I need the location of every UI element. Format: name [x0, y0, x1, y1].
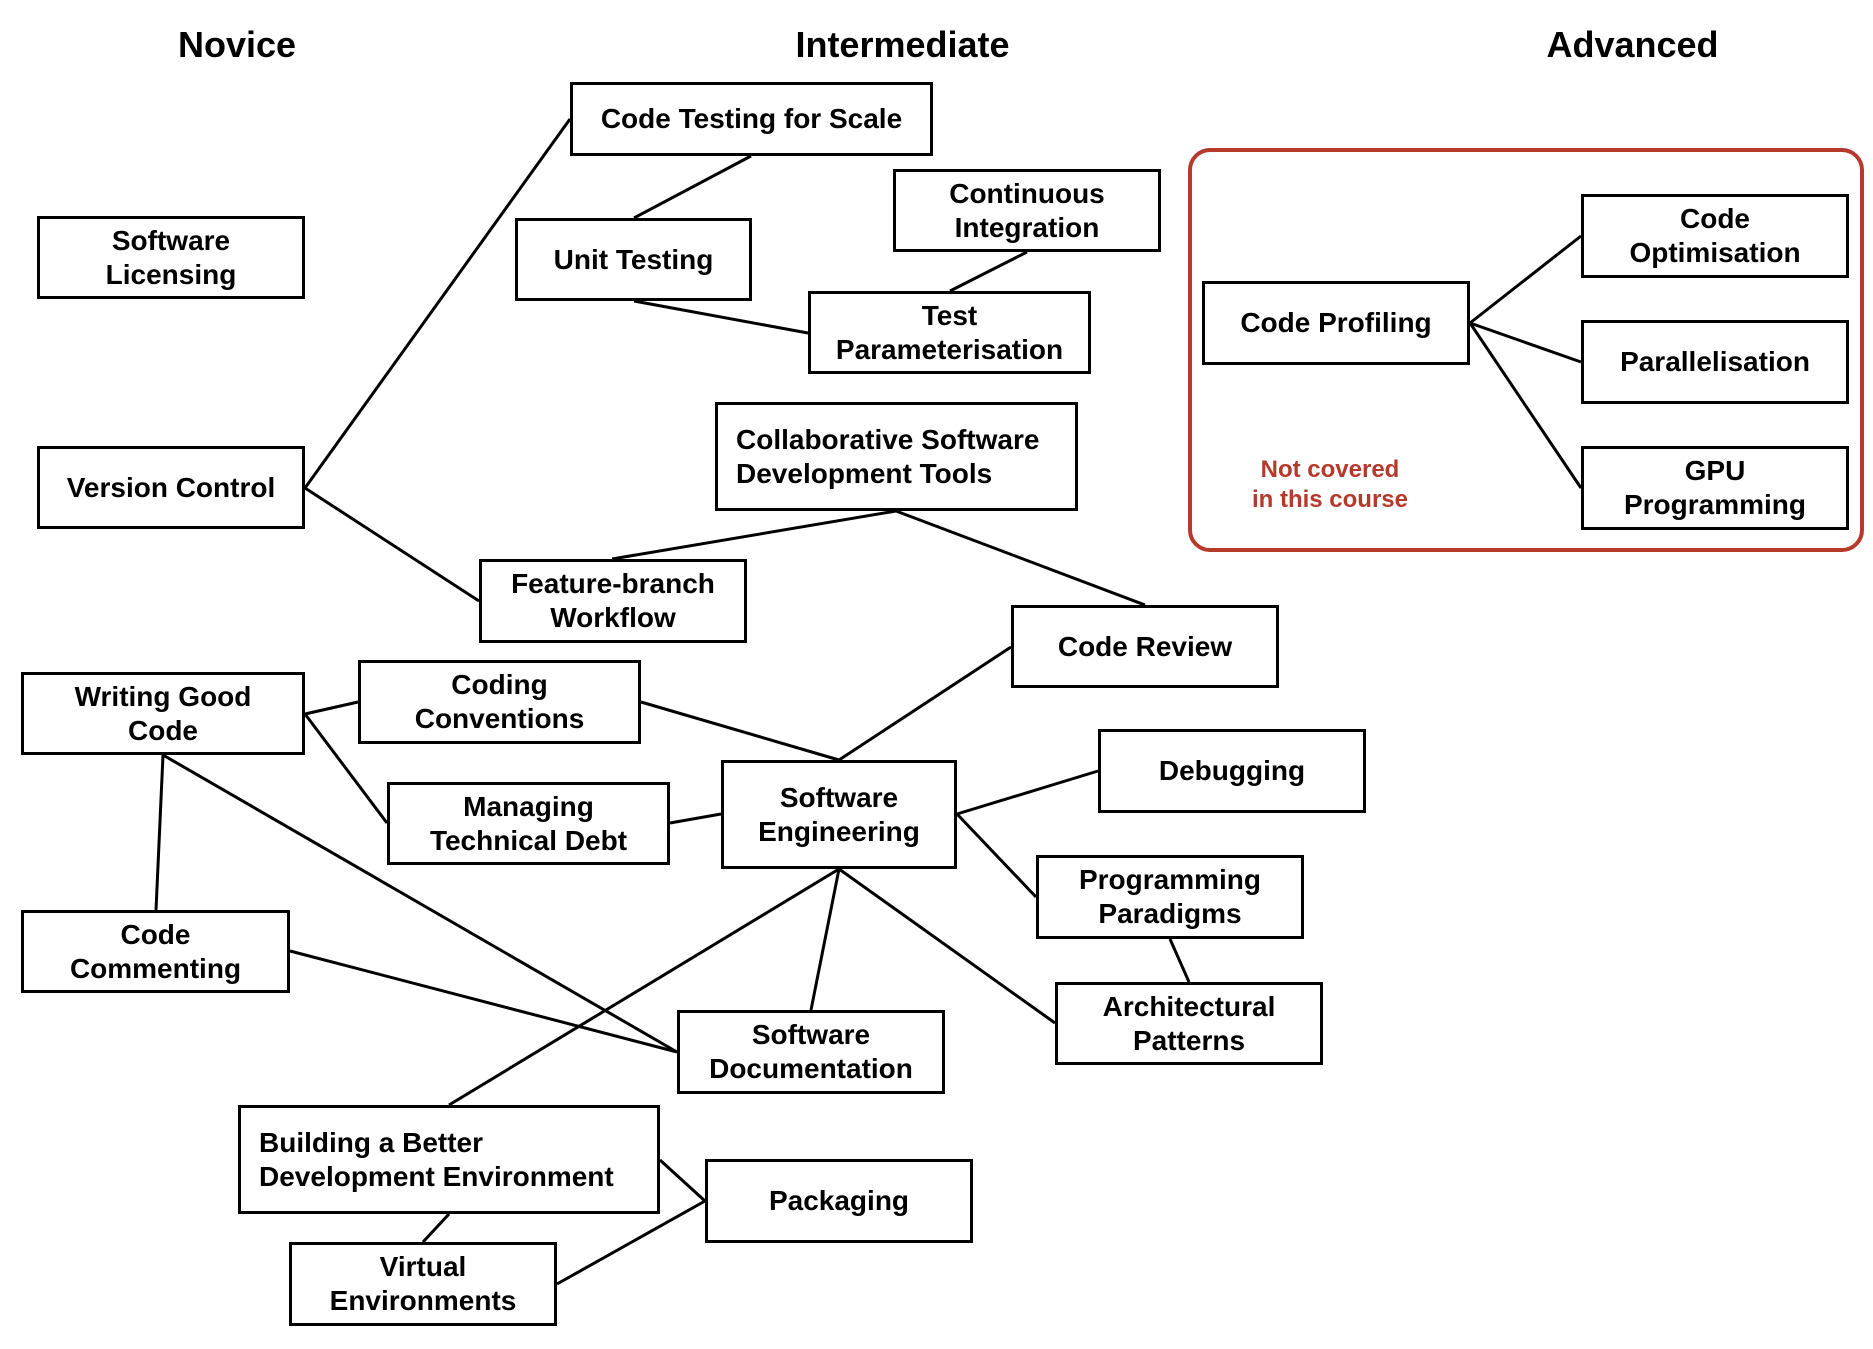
edge-collaborative-tools-to-code-review	[895, 509, 1146, 607]
level-header-intermediate: Intermediate	[795, 24, 1010, 65]
node-code-optimisation: Code Optimisation	[1581, 194, 1849, 278]
edge-version-control-to-code-testing-for-scale	[303, 118, 572, 489]
edge-writing-good-code-to-coding-conventions	[304, 700, 359, 716]
node-gpu-programming: GPU Programming	[1581, 446, 1849, 530]
edge-software-engineering-to-architectural-patterns	[838, 867, 1056, 1025]
node-better-dev-environment: Building a Better Development Environmen…	[238, 1105, 660, 1214]
node-code-commenting: Code Commenting	[21, 910, 290, 993]
node-managing-technical-debt: Managing Technical Debt	[387, 782, 670, 865]
node-software-licensing: Software Licensing	[37, 216, 305, 299]
node-software-engineering: Software Engineering	[721, 760, 957, 869]
node-code-profiling: Code Profiling	[1202, 281, 1470, 365]
node-writing-good-code: Writing Good Code	[21, 672, 305, 755]
edge-software-engineering-to-debugging	[956, 769, 1099, 816]
node-unit-testing: Unit Testing	[515, 218, 752, 301]
level-header-novice: Novice	[177, 24, 297, 65]
node-test-parameterisation: Test Parameterisation	[808, 291, 1091, 374]
edge-unit-testing-to-test-parameterisation	[633, 299, 809, 335]
node-parallelisation: Parallelisation	[1581, 320, 1849, 404]
edge-programming-paradigms-to-architectural-patterns	[1168, 938, 1191, 983]
node-code-review: Code Review	[1011, 605, 1279, 688]
node-code-testing-for-scale: Code Testing for Scale	[570, 82, 933, 156]
node-debugging: Debugging	[1098, 729, 1366, 813]
not-covered-note: Not covered in this course	[1251, 456, 1409, 513]
edge-better-dev-environment-to-packaging	[658, 1158, 707, 1203]
edge-code-review-to-software-engineering	[838, 645, 1012, 762]
edge-writing-good-code-to-code-commenting	[154, 754, 165, 911]
edge-writing-good-code-to-managing-technical-debt	[303, 713, 389, 824]
edge-software-engineering-to-better-dev-environment	[448, 867, 840, 1107]
edge-code-profiling-to-gpu-programming	[1468, 322, 1583, 489]
node-programming-paradigms: Programming Paradigms	[1036, 855, 1304, 939]
edge-better-dev-environment-to-virtual-environments	[421, 1212, 451, 1244]
node-continuous-integration: Continuous Integration	[893, 169, 1161, 252]
edge-code-profiling-to-code-optimisation	[1469, 234, 1582, 325]
node-packaging: Packaging	[705, 1159, 973, 1243]
node-feature-branch-workflow: Feature-branch Workflow	[479, 559, 747, 643]
edge-code-commenting-to-software-documentation	[289, 949, 678, 1054]
level-header-advanced: Advanced	[1546, 24, 1719, 65]
edge-writing-good-code-to-software-documentation	[162, 753, 678, 1054]
node-coding-conventions: Coding Conventions	[358, 660, 641, 744]
edge-collaborative-tools-to-feature-branch-workflow	[611, 509, 897, 561]
edge-continuous-integration-to-test-parameterisation	[949, 250, 1028, 293]
edge-coding-conventions-to-software-engineering	[640, 700, 840, 762]
edge-virtual-environments-to-packaging	[556, 1199, 706, 1286]
edge-software-engineering-to-programming-paradigms	[955, 812, 1038, 899]
edge-code-profiling-to-parallelisation	[1469, 321, 1582, 364]
advanced-topics-group	[1188, 148, 1864, 552]
edge-managing-technical-debt-to-software-engineering	[669, 812, 722, 825]
node-software-documentation: Software Documentation	[677, 1010, 945, 1094]
edge-software-engineering-to-software-documentation	[809, 868, 841, 1011]
node-architectural-patterns: Architectural Patterns	[1055, 982, 1323, 1065]
edge-version-control-to-feature-branch-workflow	[304, 486, 480, 603]
node-version-control: Version Control	[37, 446, 305, 529]
node-virtual-environments: Virtual Environments	[289, 1242, 557, 1326]
node-collaborative-tools: Collaborative Software Development Tools	[715, 402, 1078, 511]
edge-code-testing-for-scale-to-unit-testing	[633, 154, 752, 220]
